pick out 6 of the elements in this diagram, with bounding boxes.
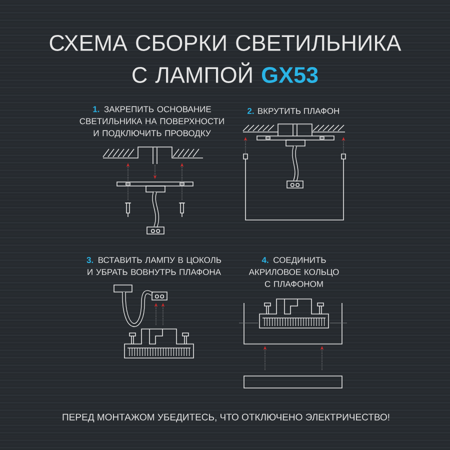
step-instruction: 1. ЗАКРЕПИТЬ ОСНОВАНИЕ СВЕТИЛЬНИКА НА ПОВЕРХНОСТИ И ПОДКЛЮЧИТЬ ПРОВОДКУ (80, 106, 224, 138)
step-instruction: 3. ВСТАВИТЬ ЛАМПУ В ЦОКОЛЬ И УБРАТЬ ВОВНУТРЬ ПЛАФОНА (86, 257, 222, 275)
step-instruction: 4. СОЕДИНИТЬ АКРИЛОВОЕ КОЛЬЦО С ПЛАФОНОМ (248, 257, 339, 287)
warning-note: ПЕРЕД МОНТАЖОМ УБЕДИТЕСЬ, ЧТО ОТКЛЮЧЕНО ЭЛЕКТРИЧЕСТВО! (62, 414, 390, 422)
title: СХЕМА СБОРКИ СВЕТИЛЬНИКА С ЛАМПОЙ GX53 (50, 35, 402, 83)
step-instruction: 2. ВКРУТИТЬ ПЛАФОН (248, 108, 339, 114)
